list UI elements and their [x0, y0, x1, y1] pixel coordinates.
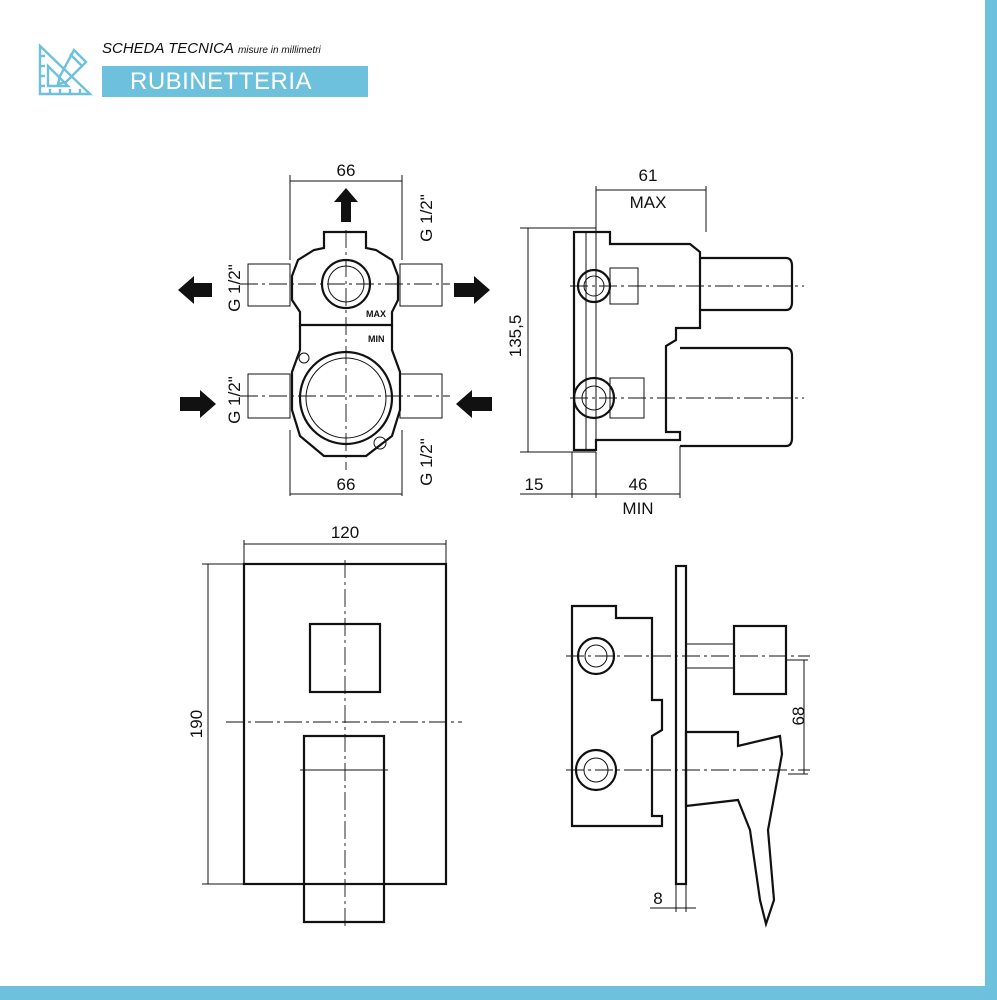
side-min-depth: 46 [629, 475, 648, 494]
front-body-view: 66 MAX MIN G 1/2" G 1/2" [178, 161, 492, 496]
frame-right [985, 0, 997, 1000]
side-body-view: 61 MAX 135,5 15 46 MIN [506, 166, 804, 518]
left-arrow-icon-upper [178, 276, 212, 304]
thread-label-right-lower: G 1/2" [417, 438, 436, 486]
min-mark: MIN [368, 334, 385, 344]
header-subtitle: misure in millimetri [237, 45, 321, 56]
max-mark: MAX [366, 309, 386, 319]
right-arrow-icon-upper [454, 276, 490, 304]
plate-height: 190 [187, 710, 206, 738]
side-offset: 15 [525, 475, 544, 494]
thread-label-left-lower: G 1/2" [225, 376, 244, 424]
left-arrow-icon-lower-right [456, 390, 492, 418]
thread-label-right-upper: G 1/2" [417, 194, 436, 242]
header-banner: RUBINETTERIA [102, 66, 368, 97]
side-depth: 61 [639, 166, 658, 185]
side-min-label: MIN [622, 499, 653, 518]
up-arrow-icon [334, 188, 358, 222]
side-mixer-view: 68 8 [566, 564, 810, 928]
front-bottom-width: 66 [337, 475, 356, 494]
ruler-pencil-icon [38, 43, 93, 96]
plate-thickness: 8 [653, 889, 662, 908]
side-depth-label: MAX [630, 193, 667, 212]
mixer-spacing: 68 [789, 707, 808, 726]
right-arrow-icon-lower-left [180, 390, 216, 418]
plate-width: 120 [331, 523, 359, 542]
front-top-width: 66 [337, 161, 356, 180]
frame-bottom [0, 986, 997, 1000]
thread-label-left-upper: G 1/2" [225, 264, 244, 312]
front-plate-view: 120 190 [187, 523, 462, 930]
side-height: 135,5 [506, 315, 525, 358]
